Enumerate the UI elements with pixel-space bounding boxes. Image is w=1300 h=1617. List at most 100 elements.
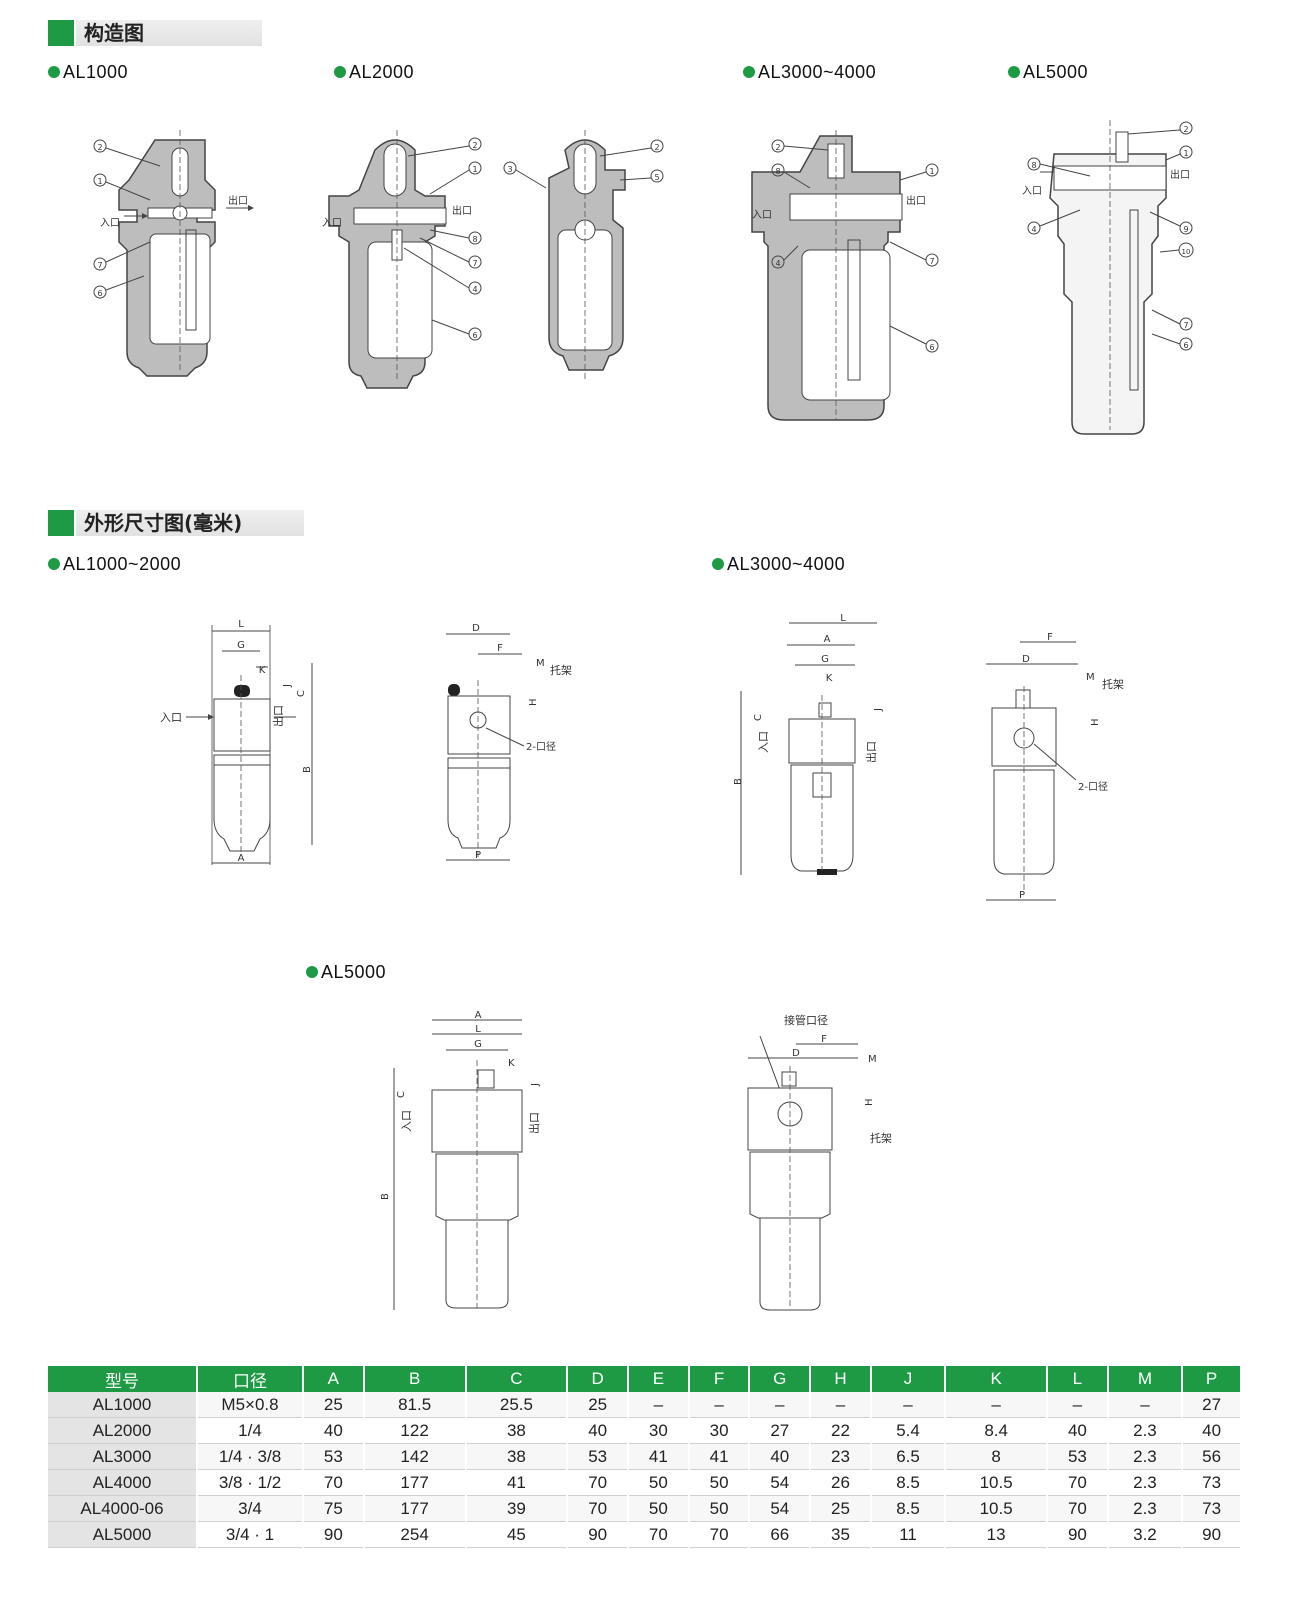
- table-cell: 38: [464, 1443, 568, 1470]
- dimension-section-title: 外形尺寸图(毫米): [76, 510, 304, 536]
- table-cell: 27: [1181, 1392, 1240, 1418]
- drawing-label: B: [733, 778, 744, 785]
- drawing-label: G: [237, 640, 245, 651]
- drawing-label: 1: [472, 165, 477, 174]
- drawing-label: 8: [775, 167, 780, 176]
- structure-label-al5000: AL5000: [1008, 62, 1088, 82]
- drawing-label: C: [753, 714, 764, 721]
- drawing-label: M: [536, 658, 545, 669]
- drawing-label: 1: [929, 167, 934, 176]
- drawing-label: 2: [472, 141, 477, 150]
- column-header: E: [627, 1366, 689, 1392]
- drawing-label: 托架: [550, 663, 572, 677]
- drawing-label: D: [1022, 654, 1030, 665]
- column-header: L: [1046, 1366, 1108, 1392]
- table-cell: 40: [1046, 1417, 1108, 1444]
- bullet-dot: [306, 966, 318, 978]
- table-cell: 75: [302, 1495, 364, 1522]
- table-cell: 53: [302, 1443, 364, 1470]
- table-cell: 70: [566, 1469, 629, 1496]
- table-cell: 40: [1181, 1417, 1240, 1444]
- table-cell: 8: [944, 1443, 1048, 1470]
- table-cell: 25.5: [464, 1392, 568, 1418]
- table-cell: 41: [687, 1443, 750, 1470]
- drawing-label: 7: [472, 259, 477, 268]
- drawing-label: 入口: [100, 218, 120, 229]
- drawing-label: 6: [97, 289, 102, 298]
- table-cell: 22: [809, 1417, 871, 1444]
- drawing-label: D: [792, 1048, 800, 1059]
- drawing-label: 2: [97, 143, 102, 152]
- table-cell: 3.2: [1106, 1521, 1183, 1548]
- drawing-label: 接管口径: [784, 1013, 828, 1027]
- column-header: D: [566, 1366, 629, 1392]
- structure-drawing-al3000-4000: 2 8 4 1 7 6 入口 出口: [751, 130, 939, 421]
- table-cell: 25: [302, 1392, 364, 1418]
- drawing-label: C: [396, 1091, 407, 1098]
- drawing-label: F: [1047, 632, 1053, 643]
- drawing-label: 入口: [322, 218, 342, 229]
- table-cell: 41: [464, 1469, 568, 1496]
- table-cell: 40: [748, 1443, 811, 1470]
- structure-drawing-al5000: 8 4 2 1 9 10 7 6 入口 出口: [1022, 120, 1194, 435]
- column-header: 口径: [196, 1366, 303, 1392]
- drawing-label: 6: [929, 343, 934, 352]
- table-cell: 81.5: [362, 1392, 466, 1418]
- column-header: B: [362, 1366, 466, 1392]
- drawing-label: L: [840, 613, 846, 624]
- model-cell: AL1000: [48, 1392, 197, 1418]
- table-cell: 54: [748, 1469, 811, 1496]
- drawing-label: H: [528, 698, 539, 706]
- drawing-label: D: [472, 623, 480, 634]
- table-cell: 90: [1046, 1521, 1108, 1548]
- model-cell: AL4000-06: [48, 1495, 197, 1522]
- table-cell: 8.5: [869, 1469, 946, 1496]
- bullet-dot: [712, 558, 724, 570]
- table-cell: –: [809, 1392, 871, 1418]
- table-cell: 3/4: [196, 1495, 303, 1522]
- bullet-dot: [334, 66, 346, 78]
- table-cell: 8.4: [944, 1417, 1048, 1444]
- structure-label-al1000: AL1000: [48, 62, 128, 82]
- drawing-label: J: [282, 684, 293, 688]
- table-cell: 2.3: [1106, 1417, 1183, 1444]
- drawing-label: 入口: [400, 1110, 413, 1132]
- table-cell: 30: [627, 1417, 689, 1444]
- column-header: J: [869, 1366, 946, 1392]
- dimension-label-al1000-2000: AL1000~2000: [48, 554, 181, 574]
- table-cell: 73: [1181, 1469, 1240, 1496]
- table-cell: 50: [627, 1495, 689, 1522]
- table-cell: –: [1046, 1392, 1108, 1418]
- drawing-label: 2-口径: [526, 740, 556, 753]
- drawing-label: L: [238, 619, 244, 630]
- drawing-label: 4: [775, 259, 780, 268]
- model-cell: AL2000: [48, 1417, 197, 1444]
- model-cell: AL5000: [48, 1521, 197, 1548]
- drawing-label: J: [873, 708, 884, 712]
- column-header: A: [302, 1366, 364, 1392]
- drawing-label: 7: [929, 257, 934, 266]
- drawing-label: 2: [775, 143, 780, 152]
- drawing-label: K: [259, 665, 266, 676]
- drawing-label: 6: [1183, 341, 1188, 350]
- table-cell: 3/8 · 1/2: [196, 1469, 303, 1496]
- table-cell: 122: [362, 1417, 466, 1444]
- table-cell: 70: [1046, 1495, 1108, 1522]
- table-cell: –: [687, 1392, 750, 1418]
- drawing-label: 出口: [228, 194, 248, 207]
- drawing-label: G: [474, 1039, 482, 1050]
- table-cell: 41: [627, 1443, 689, 1470]
- table-cell: 254: [362, 1521, 466, 1548]
- table-cell: 2.3: [1106, 1495, 1183, 1522]
- structure-label-al3000-4000: AL3000~4000: [743, 62, 876, 82]
- drawing-label: 2-口径: [1078, 780, 1108, 793]
- dimension-drawing-al5000-front: A L G K J C B 入口 出口: [380, 1010, 541, 1310]
- drawing-label: 7: [97, 261, 102, 270]
- table-cell: 10.5: [944, 1469, 1048, 1496]
- column-header: 型号: [48, 1366, 197, 1392]
- table-cell: 39: [464, 1495, 568, 1522]
- dimension-drawing-al5000-side: 接管口径 D F M H 托架: [747, 1013, 892, 1311]
